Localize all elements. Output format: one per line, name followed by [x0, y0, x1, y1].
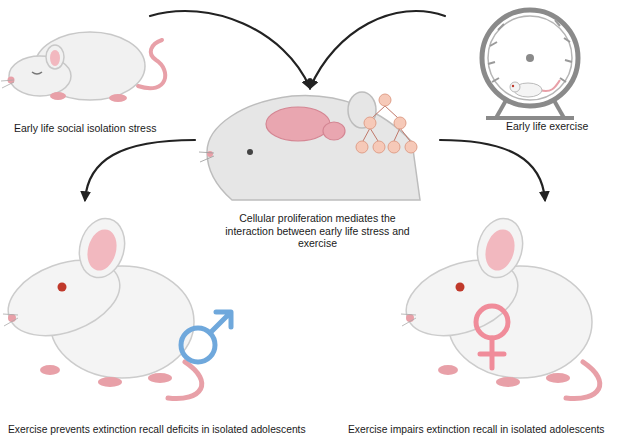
female-symbol	[476, 306, 508, 368]
curved-arrow	[85, 140, 195, 200]
rat-tail	[566, 362, 600, 399]
figure-panel: Early life social isolation stress	[6, 16, 201, 139]
rat-foot	[50, 92, 66, 100]
caption-text: Exercise prevents extinction recall defi…	[8, 424, 314, 436]
whiskers	[401, 314, 416, 326]
cell	[364, 117, 376, 129]
figure-panel: Early life exercise	[440, 16, 625, 137]
cell	[373, 141, 385, 153]
cell	[394, 117, 406, 129]
whiskers	[3, 314, 18, 326]
rat-nose	[406, 314, 414, 322]
wheel-rungs	[488, 20, 572, 82]
wheel-hub	[526, 54, 534, 62]
rat-ear-inner	[83, 226, 121, 274]
whiskers	[1, 80, 14, 88]
adolescent-rat	[0, 213, 202, 398]
male-symbol	[181, 312, 231, 362]
rat-eye	[456, 283, 465, 292]
rat-foot	[496, 377, 520, 387]
mouse-head	[510, 82, 520, 92]
rat-foot	[98, 377, 122, 387]
curved-arrow	[150, 11, 310, 88]
caption-text: Early life exercise	[506, 120, 624, 133]
rat-ear	[73, 213, 131, 282]
rat-ear-inner	[50, 50, 60, 66]
rat-foot	[546, 373, 570, 383]
figure-panel: Exercise impairs extinction recall in is…	[322, 200, 625, 440]
mouse-nose	[207, 151, 213, 157]
brain	[266, 107, 330, 141]
curved-arrow	[440, 140, 545, 200]
figure-panel: Cellular proliferation mediates the inte…	[195, 88, 440, 254]
mouse-eye	[512, 85, 514, 87]
rat-foot	[109, 94, 127, 102]
rat-foot	[148, 373, 172, 383]
cell	[379, 94, 391, 106]
rat-ear-inner	[481, 226, 519, 274]
rat-eye	[58, 283, 67, 292]
wheel-base	[486, 116, 574, 120]
caption-text: Exercise impairs extinction recall in is…	[348, 424, 623, 436]
caption-text: Cellular proliferation mediates the inte…	[225, 212, 410, 250]
wheel-inner	[488, 16, 572, 100]
closed-eye	[32, 72, 42, 74]
wheel-rim	[482, 10, 578, 106]
cell	[388, 141, 400, 153]
curved-arrow	[310, 11, 445, 88]
cerebellum	[323, 122, 345, 140]
rat-tail	[168, 362, 202, 399]
mouse-ear	[348, 92, 376, 128]
sleeping-rat	[1, 32, 165, 102]
cell	[405, 141, 417, 153]
female-cross	[480, 338, 504, 368]
rat-nose	[8, 314, 16, 322]
cell-proliferation	[356, 94, 417, 153]
mouse-tail	[540, 80, 560, 91]
division-arrows	[363, 106, 410, 141]
brain-mouse	[199, 92, 420, 200]
figure-panel: Exercise prevents extinction recall defi…	[4, 200, 316, 440]
mouse-head	[207, 95, 420, 200]
mouse-eye	[247, 149, 253, 155]
male-arrow	[210, 312, 231, 333]
adolescent-rat	[396, 213, 600, 398]
whiskers	[199, 152, 214, 162]
rat-paw	[40, 365, 60, 375]
rat-paw	[438, 365, 458, 375]
caption-text: Early life social isolation stress	[14, 122, 164, 135]
running-wheel	[482, 10, 578, 118]
cell	[356, 141, 368, 153]
rat-ear	[471, 213, 529, 282]
rat-ear	[46, 45, 64, 69]
female-ring	[476, 306, 508, 338]
